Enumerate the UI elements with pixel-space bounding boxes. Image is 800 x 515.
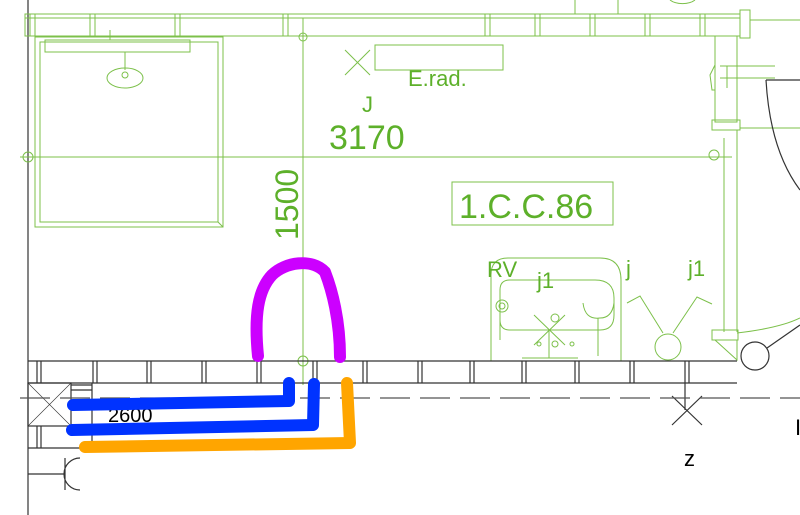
label-z: z	[684, 446, 695, 471]
label-j1-right: j1	[687, 256, 705, 281]
grid-axes	[20, 18, 732, 385]
shower-area	[34, 30, 224, 228]
label-room-id: 1.C.C.86	[459, 188, 593, 226]
door-knob-symbol	[740, 341, 770, 371]
sink-fixture	[490, 257, 713, 361]
label-edge-letter: I	[795, 415, 800, 440]
label-j: j	[625, 256, 631, 281]
label-dimension-1500: 1500	[269, 169, 305, 240]
blue-markup-line-lower	[66, 378, 320, 436]
room-id-box	[451, 181, 614, 226]
magenta-markup-arc	[250, 257, 346, 363]
label-dimension-2600: 2600	[108, 405, 153, 427]
door-swing	[765, 79, 800, 191]
label-dimension-3170: 3170	[329, 119, 405, 157]
orange-markup-line	[79, 377, 356, 453]
label-rv: RV	[487, 257, 517, 282]
label-j-upper: J	[362, 92, 373, 117]
label-radiator: E.rad.	[408, 66, 467, 91]
label-j1-sink: j1	[536, 268, 554, 293]
right-wall	[709, 35, 800, 362]
blue-markup-line-upper	[67, 377, 295, 411]
top-wall	[24, 0, 800, 39]
bottom-wall	[27, 360, 737, 491]
